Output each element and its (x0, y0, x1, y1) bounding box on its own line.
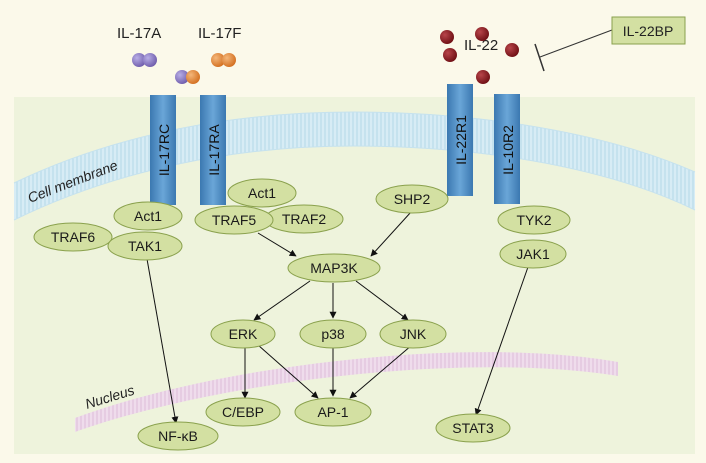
node-tyk2: TYK2 (497, 205, 571, 235)
il22-label: IL-22 (464, 37, 498, 54)
arrow-tak1-to-nfkb (146, 258, 179, 424)
il10r2-receptor: IL-10R2 (494, 94, 520, 204)
node-stat3: STAT3 (435, 413, 511, 443)
svg-text:AP-1: AP-1 (317, 404, 348, 420)
node-traf2: TRAF2 (264, 204, 344, 234)
cell-membrane (14, 112, 695, 220)
il17a-dimer-left-dot (132, 53, 146, 67)
node-ap1: AP-1 (294, 397, 372, 427)
il17a-label: IL-17A (117, 25, 161, 42)
nuclear-membrane (75, 352, 618, 432)
il17f-label: IL-17F (198, 25, 241, 42)
arrow-jnk-to-ap1 (349, 344, 413, 399)
il22-molecule (475, 27, 489, 41)
svg-text:ERK: ERK (229, 326, 258, 342)
node-traf5: TRAF5 (194, 205, 274, 235)
svg-text:C/EBP: C/EBP (222, 404, 264, 420)
node-map3k: MAP3K (287, 253, 381, 283)
il17ra-label: IL-17RA (206, 124, 222, 176)
node-jnk: JNK (379, 319, 447, 349)
il22bp-label: IL-22BP (623, 23, 674, 39)
il22bp-inhibition-line (539, 29, 613, 58)
svg-text:p38: p38 (321, 326, 345, 342)
node-p38: p38 (299, 319, 367, 349)
arrow-erk-to-ap1 (257, 344, 319, 399)
svg-text:TRAF6: TRAF6 (51, 229, 96, 245)
node-act1-left: Act1 (113, 201, 183, 231)
cell-membrane-inner-edge (13, 145, 696, 221)
svg-text:NF-κB: NF-κB (158, 428, 198, 444)
il22r1-label: IL-22R1 (453, 115, 469, 165)
node-cebp: C/EBP (205, 397, 281, 427)
node-jak1: JAK1 (499, 239, 567, 269)
node-act1-top: Act1 (227, 178, 297, 208)
il22-molecule (440, 30, 454, 44)
il17f-dimer-left-dot (211, 53, 225, 67)
il17rc-label: IL-17RC (156, 124, 172, 176)
node-erk: ERK (210, 319, 276, 349)
svg-text:MAP3K: MAP3K (310, 260, 358, 276)
arrow-jak1-to-stat3 (474, 266, 529, 416)
signaling-nodes: Act1 TRAF6 TAK1 Act1 TRAF2 TRAF5 SHP2 T (33, 178, 571, 451)
il22-molecule (476, 70, 490, 84)
svg-text:Act1: Act1 (134, 208, 162, 224)
node-shp2: SHP2 (375, 184, 449, 214)
node-nfkb: NF-κB (137, 421, 219, 451)
svg-text:JNK: JNK (400, 326, 427, 342)
svg-text:STAT3: STAT3 (452, 420, 494, 436)
arrow-shp2-to-map3k (370, 211, 412, 257)
il22-molecule (443, 48, 457, 62)
node-traf6: TRAF6 (33, 222, 113, 252)
il22r1-receptor: IL-22R1 (447, 84, 473, 196)
svg-text:TAK1: TAK1 (128, 238, 162, 254)
svg-text:TRAF2: TRAF2 (282, 211, 327, 227)
arrow-map3k-to-jnk (355, 280, 409, 321)
svg-text:TYK2: TYK2 (516, 212, 551, 228)
il17f-dimer-right-dot (222, 53, 236, 67)
svg-text:TRAF5: TRAF5 (212, 212, 257, 228)
il22-molecule (505, 43, 519, 57)
svg-text:JAK1: JAK1 (516, 246, 550, 262)
il17a-dimer-right-dot (143, 53, 157, 67)
svg-text:SHP2: SHP2 (394, 191, 431, 207)
cell-membrane-outer-edge (13, 111, 696, 184)
node-tak1: TAK1 (107, 231, 183, 261)
arrow-traf5-to-map3k (257, 232, 297, 257)
il22bp-inhibition-bar (534, 43, 545, 72)
il17af-dimer-orange-dot (186, 70, 200, 84)
arrows (146, 211, 529, 424)
il17af-dimer-purple-dot (175, 70, 189, 84)
il17rc-receptor: IL-17RC (150, 95, 176, 205)
il22bp-box (611, 16, 686, 45)
il17ra-receptor: IL-17RA (200, 95, 226, 205)
svg-text:Act1: Act1 (248, 185, 276, 201)
il10r2-label: IL-10R2 (500, 125, 516, 175)
arrow-map3k-to-erk (253, 280, 311, 321)
